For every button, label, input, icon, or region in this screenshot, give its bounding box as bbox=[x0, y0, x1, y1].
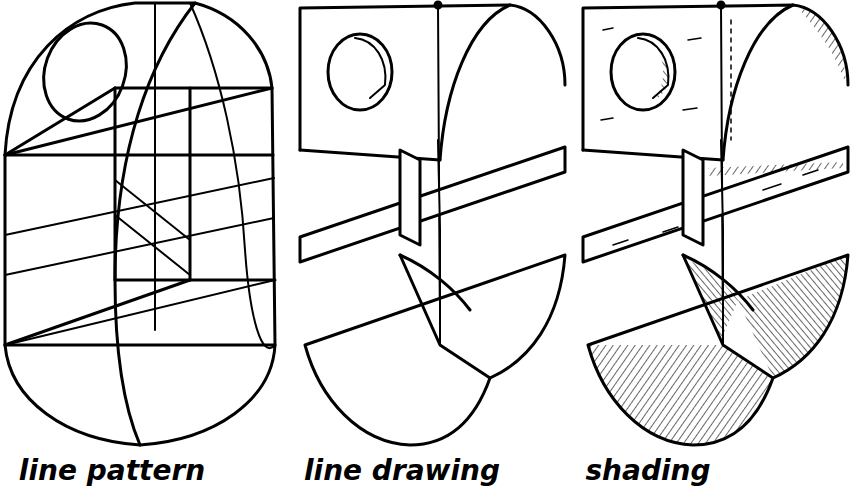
figure-caption: shading bbox=[585, 454, 710, 488]
line-drawing-figure bbox=[300, 2, 565, 445]
figure-caption: line drawing bbox=[304, 454, 500, 488]
line-pattern-figure bbox=[5, 3, 275, 445]
figure-caption: line pattern bbox=[19, 454, 205, 488]
shading-figure bbox=[583, 2, 848, 445]
